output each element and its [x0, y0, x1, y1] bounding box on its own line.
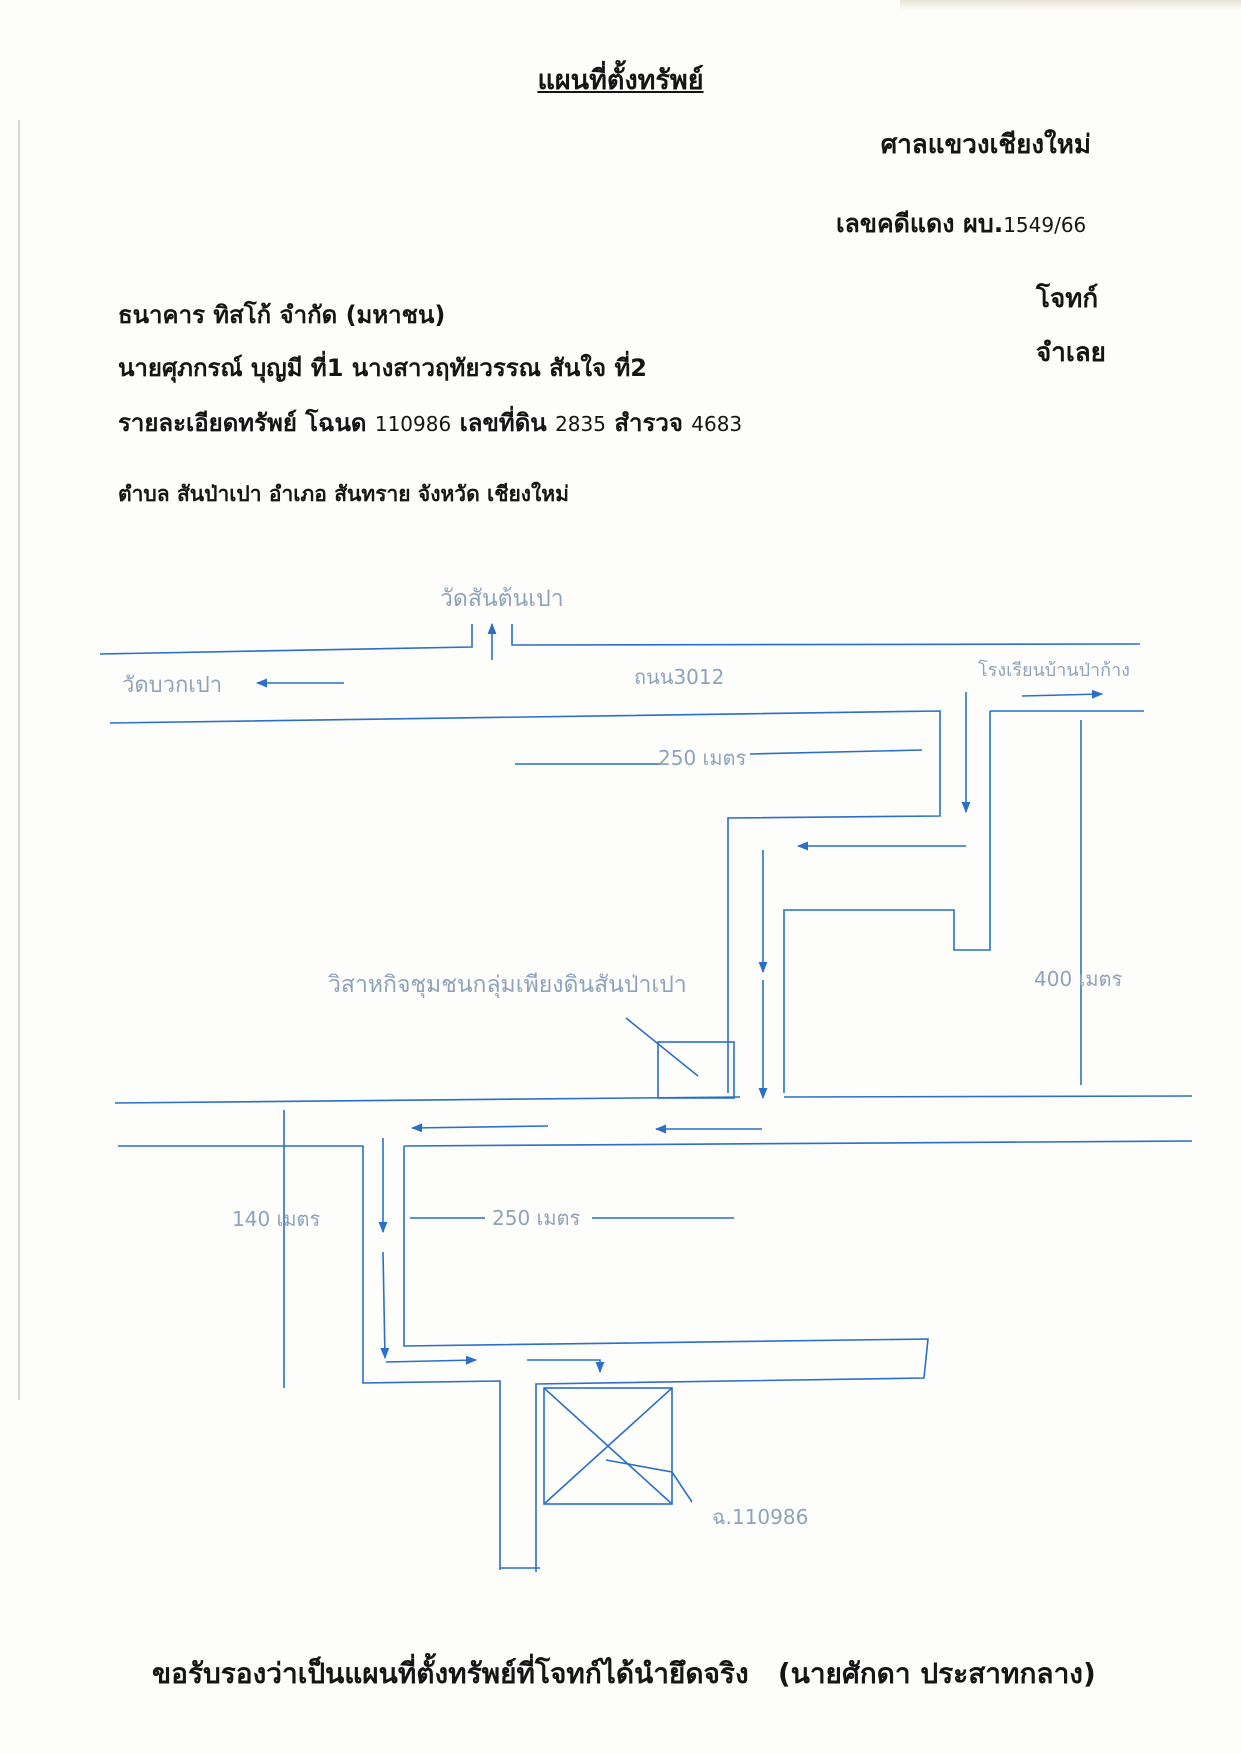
direction-arrows [255, 622, 1104, 1374]
arrow-east-soi-2 [527, 1359, 605, 1374]
case-number-label: เลขคดีแดง ผบ. [836, 209, 1004, 238]
certification-text: ขอรับรองว่าเป็นแผนที่ตั้งทรัพย์ที่โจทก์ไ… [152, 1657, 749, 1690]
document-title: แผนที่ตั้งทรัพย์ [537, 65, 704, 96]
deed-leader [605, 1459, 693, 1503]
land-no-label: เลขที่ดิน [459, 409, 547, 437]
court-name: ศาลแขวงเชียงใหม่ [880, 130, 1091, 160]
school-lane [783, 711, 991, 1093]
label-temple-west: วัดบวกเปา [122, 673, 222, 698]
cross-road-top-right [783, 1095, 1193, 1098]
road-lines [99, 624, 1193, 1572]
label-temple-north: วัดสันต้นเปา [440, 586, 564, 612]
soi-road [403, 1146, 929, 1572]
property-plot-cross [543, 1387, 673, 1505]
certification-statement: ขอรับรองว่าเป็นแผนที่ตั้งทรัพย์ที่โจทก์ไ… [152, 1652, 1096, 1696]
case-number-value: 1549/66 [1003, 213, 1087, 237]
defendant-names: นายศุภกรณ์ บุญมี ที่1 นางสาวฤทัยวรรณ สัน… [118, 354, 647, 382]
defendant-label: จำเลย [1036, 338, 1106, 368]
label-dist-250-bottom: 250 เมตร [492, 1206, 581, 1230]
enterprise-leader [625, 1017, 699, 1077]
scan-edge [18, 120, 20, 1400]
label-enterprise: วิสาหกิจชุมชนกลุ่มเพียงดินสันป่าเปา [328, 972, 687, 998]
signer-name: (นายศักดา ประสาทกลาง) [777, 1657, 1096, 1690]
property-location: ตำบล สันป่าเปา อำเภอ สันทราย จังหวัด เชี… [118, 482, 569, 506]
details-label: รายละเอียดทรัพย์ โฉนด [118, 409, 367, 437]
scan-edge-top [900, 0, 1241, 10]
property-details: รายละเอียดทรัพย์ โฉนด 110986 เลขที่ดิน 2… [118, 403, 742, 442]
dist-250-top-guide-right [749, 749, 923, 755]
cross-road-bottom-right [403, 1140, 1193, 1147]
plaintiff-label: โจทก์ [1036, 284, 1099, 314]
property-plot [543, 1387, 673, 1505]
deed-number: 110986 [374, 412, 452, 436]
label-road-3012: ถนน3012 [634, 665, 724, 689]
label-deed-number: ฉ.110986 [712, 1505, 808, 1529]
arrow-east-soi-1 [385, 1355, 478, 1365]
arrow-down-soi-2 [380, 1251, 390, 1360]
cross-road-top-left [114, 1096, 741, 1104]
cross-road-bottom-left [118, 1145, 501, 1570]
survey-label: สำรวจ [614, 409, 683, 437]
arrow-west-cross-2 [410, 1123, 549, 1133]
label-dist-140: 140 เมตร [232, 1207, 321, 1231]
road-3012-top-right [511, 624, 1141, 646]
enterprise-building [657, 1041, 735, 1099]
case-number: เลขคดีแดง ผบ.1549/66 [836, 204, 1086, 244]
label-school: โรงเรียนบ้านป่าก้าง [978, 659, 1130, 681]
road-3012-bottom-loop [109, 710, 941, 1093]
land-number: 2835 [555, 412, 606, 436]
label-dist-250-top: 250 เมตร [658, 746, 747, 770]
label-dist-400: 400 เมตร [1034, 967, 1123, 991]
arrow-to-school [1021, 689, 1104, 699]
plaintiff-name: ธนาคาร ทิสโก้ จำกัด (มหาชน) [118, 301, 446, 329]
survey-number: 4683 [691, 412, 743, 436]
road-3012-top-left [99, 624, 473, 655]
